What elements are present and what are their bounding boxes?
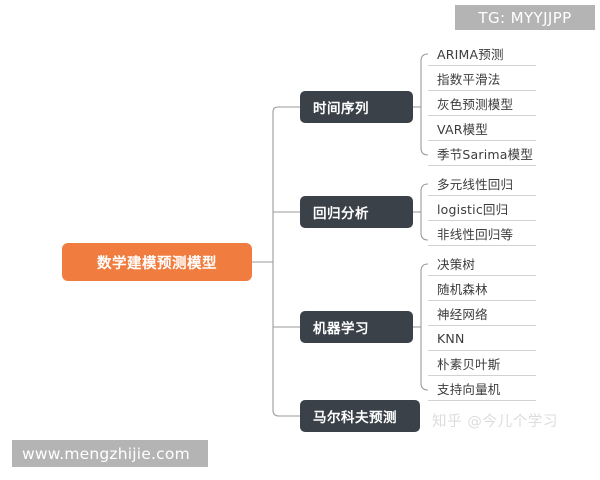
leaf-item[interactable]: 随机森林 xyxy=(428,276,536,301)
root-node[interactable]: 数学建模预测模型 xyxy=(62,243,252,281)
root-node-label: 数学建模预测模型 xyxy=(97,255,217,272)
leaf-item-label: 灰色预测模型 xyxy=(437,96,514,112)
telegram-watermark: TG: MYYJJPP xyxy=(455,5,595,30)
branch-node-label: 时间序列 xyxy=(313,101,369,117)
leaf-item[interactable]: 多元线性回归 xyxy=(428,171,536,196)
zhihu-watermark: 知乎 @今儿个学习 xyxy=(432,410,558,431)
leaf-item-label: 季节Sarima模型 xyxy=(437,146,534,162)
branch-node-markov[interactable]: 马尔科夫预测 xyxy=(300,400,420,432)
branch-node-time-series[interactable]: 时间序列 xyxy=(300,91,413,123)
leaf-item-label: KNN xyxy=(437,330,465,346)
leaf-group-time-series: ARIMA预测 指数平滑法 灰色预测模型 VAR模型 季节Sarima模型 xyxy=(428,41,536,166)
leaf-item[interactable]: ARIMA预测 xyxy=(428,41,536,66)
leaf-item-label: ARIMA预测 xyxy=(437,46,504,62)
site-watermark: www.mengzhijie.com xyxy=(12,440,208,467)
leaf-item-label: 指数平滑法 xyxy=(437,71,501,87)
leaf-item[interactable]: 神经网络 xyxy=(428,301,536,326)
leaf-group-machine-learning: 决策树 随机森林 神经网络 KNN 朴素贝叶斯 支持向量机 xyxy=(428,251,536,401)
telegram-watermark-label: TG: MYYJJPP xyxy=(478,8,572,27)
leaf-item[interactable]: VAR模型 xyxy=(428,116,536,141)
branch-node-label: 机器学习 xyxy=(313,321,369,337)
leaf-item-label: logistic回归 xyxy=(437,201,509,217)
zhihu-watermark-label: 知乎 @今儿个学习 xyxy=(432,414,559,430)
leaf-item[interactable]: 季节Sarima模型 xyxy=(428,141,536,166)
leaf-item[interactable]: 指数平滑法 xyxy=(428,66,536,91)
leaf-item[interactable]: 决策树 xyxy=(428,251,536,276)
site-watermark-label: www.mengzhijie.com xyxy=(22,444,190,463)
leaf-item-label: 神经网络 xyxy=(437,306,488,322)
leaf-item[interactable]: 支持向量机 xyxy=(428,376,536,401)
leaf-item[interactable]: logistic回归 xyxy=(428,196,536,221)
leaf-item-label: 随机森林 xyxy=(437,281,488,297)
leaf-item-label: VAR模型 xyxy=(437,121,488,137)
leaf-item-label: 朴素贝叶斯 xyxy=(437,356,501,372)
leaf-item-label: 多元线性回归 xyxy=(437,176,514,192)
leaf-item[interactable]: 朴素贝叶斯 xyxy=(428,351,536,376)
leaf-group-regression: 多元线性回归 logistic回归 非线性回归等 xyxy=(428,171,536,246)
leaf-item-label: 决策树 xyxy=(437,256,476,272)
leaf-item[interactable]: 灰色预测模型 xyxy=(428,91,536,116)
branch-node-label: 回归分析 xyxy=(313,206,369,222)
branch-node-machine-learning[interactable]: 机器学习 xyxy=(300,311,413,343)
leaf-item-label: 非线性回归等 xyxy=(437,226,514,242)
leaf-item[interactable]: KNN xyxy=(428,326,536,351)
branch-node-label: 马尔科夫预测 xyxy=(313,410,397,426)
branch-node-regression[interactable]: 回归分析 xyxy=(300,196,413,228)
leaf-item-label: 支持向量机 xyxy=(437,381,501,397)
leaf-item[interactable]: 非线性回归等 xyxy=(428,221,536,246)
